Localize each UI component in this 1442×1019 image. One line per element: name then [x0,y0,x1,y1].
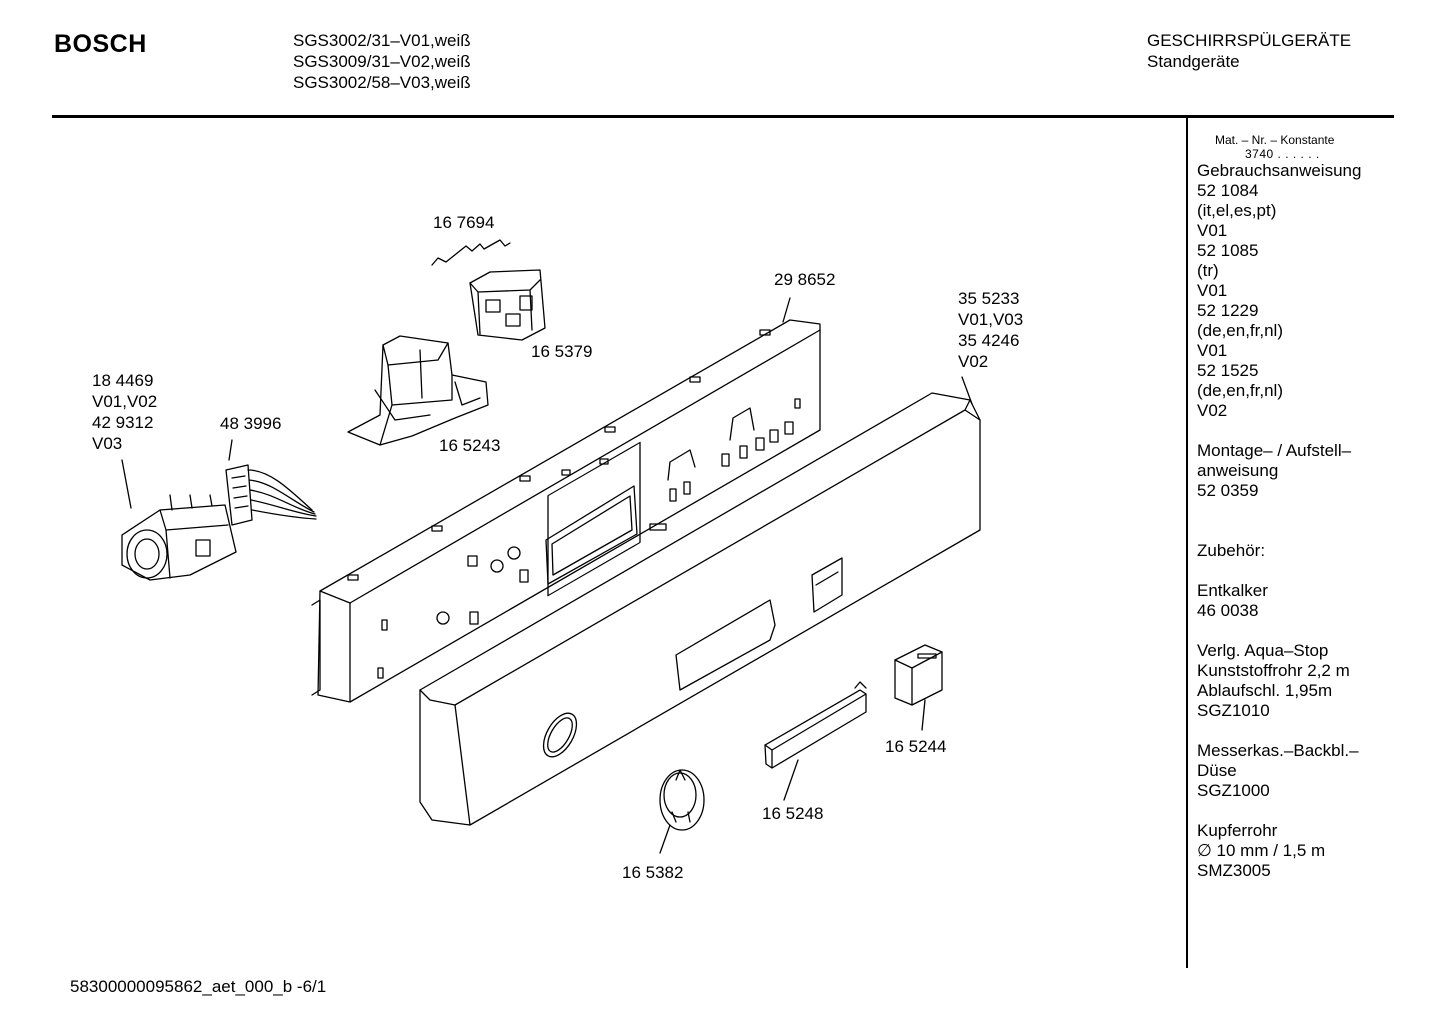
model-list: SGS3002/31–V01,weiß SGS3009/31–V02,weiß … [293,30,471,93]
sidebar-line: Zubehör: [1197,541,1266,560]
model-line: SGS3009/31–V02,weiß [293,52,471,71]
sidebar-line: 52 1525 [1197,361,1259,380]
brand-logo: BOSCH [54,30,147,58]
sidebar-line: (tr) [1197,261,1219,280]
sidebar-line: Ablaufschl. 1,95m [1197,681,1333,700]
sidebar-line: Montage– / Aufstell– [1197,441,1352,460]
leader-lines [121,297,973,854]
part-number-label: 18 4469 [92,371,153,390]
wire-connector-part [225,464,317,526]
sidebar-line: 52 1084 [1197,181,1259,200]
sidebar-line: ∅ 10 mm / 1,5 m [1197,841,1326,860]
sidebar-block-accessories-heading: Zubehör: [1197,541,1437,561]
sidebar-line: (it,el,es,pt) [1197,201,1277,220]
sidebar-line: Entkalker [1197,581,1268,600]
category-title: GESCHIRRSPÜLGERÄTE [1147,31,1352,50]
parts-sidebar: Mat. – Nr. – Konstante 3740 . . . . . . … [1197,133,1437,881]
spring-clip-part [431,239,511,266]
document-id: 58300000095862_aet_000_b -6/1 [70,977,327,996]
sidebar-divider [1186,118,1188,968]
sidebar-line: Kunststoffrohr 2,2 m [1197,661,1350,680]
cover-strip-part [764,681,867,769]
part-number-label: 16 5382 [622,863,683,882]
bracket-housing-part [347,335,489,446]
sidebar-line: 52 1229 [1197,301,1259,320]
sidebar-line: 52 1085 [1197,241,1259,260]
sidebar-line: V01 [1197,221,1228,240]
sidebar-line: V01 [1197,341,1228,360]
sidebar-block-installation: Montage– / Aufstell– anweisung 52 0359 [1197,441,1437,501]
part-number-label: 16 5244 [885,737,946,756]
sidebar-line: anweisung [1197,461,1279,480]
part-number-label: 16 5243 [439,436,500,455]
sidebar-heading: Mat. – Nr. – Konstante [1215,133,1335,147]
part-number-label: 35 5233 [958,289,1019,308]
part-number-label: 16 7694 [433,213,494,232]
sidebar-block-aquastop: Verlg. Aqua–Stop Kunststoffrohr 2,2 m Ab… [1197,641,1437,721]
sidebar-block-descaler: Entkalker 46 0038 [1197,581,1437,621]
program-selector-part [121,494,237,581]
category-block: GESCHIRRSPÜLGERÄTE Standgeräte [1147,30,1351,72]
part-number-label: 29 8652 [774,270,835,289]
sidebar-line: Messerkas.–Backbl.– [1197,741,1359,760]
model-line: SGS3002/58–V03,weiß [293,73,471,92]
sidebar-line: (de,en,fr,nl) [1197,321,1283,340]
push-button-part [894,644,943,706]
part-variant-label: V01,V02 [92,392,157,411]
sidebar-line: (de,en,fr,nl) [1197,381,1283,400]
sidebar-line: V01 [1197,281,1228,300]
sidebar-line: SGZ1010 [1197,701,1270,720]
switch-housing-part [469,269,546,341]
part-number-label: 35 4246 [958,331,1019,350]
sidebar-line: V02 [1197,401,1228,420]
sidebar-block-copper-pipe: Kupferrohr ∅ 10 mm / 1,5 m SMZ3005 [1197,821,1437,881]
part-number-label: 42 9312 [92,413,153,432]
part-variant-label: V02 [958,352,988,371]
sidebar-line: SMZ3005 [1197,861,1271,880]
part-variant-label: V01,V03 [958,310,1023,329]
sidebar-line: SGZ1000 [1197,781,1270,800]
sidebar-line: 52 0359 [1197,481,1259,500]
header-divider [52,115,1394,118]
part-number-label: 16 5379 [531,342,592,361]
sidebar-line: Düse [1197,761,1237,780]
sidebar-block-manual: Gebrauchsanweisung 52 1084 (it,el,es,pt)… [1197,161,1437,421]
part-number-label: 16 5248 [762,804,823,823]
sidebar-block-nozzle: Messerkas.–Backbl.– Düse SGZ1000 [1197,741,1437,801]
part-number-label: 48 3996 [220,414,281,433]
sidebar-line: Gebrauchsanweisung [1197,161,1362,180]
sidebar-line: 46 0038 [1197,601,1259,620]
sidebar-line: Verlg. Aqua–Stop [1197,641,1329,660]
model-line: SGS3002/31–V01,weiß [293,31,471,50]
control-frame-part [311,319,821,703]
part-variant-label: V03 [92,434,122,453]
front-fascia-part [419,392,981,826]
sidebar-constant: 3740 . . . . . . [1245,147,1320,161]
knob-part [659,769,705,831]
sidebar-line: Kupferrohr [1197,821,1278,840]
subcategory-title: Standgeräte [1147,52,1240,71]
